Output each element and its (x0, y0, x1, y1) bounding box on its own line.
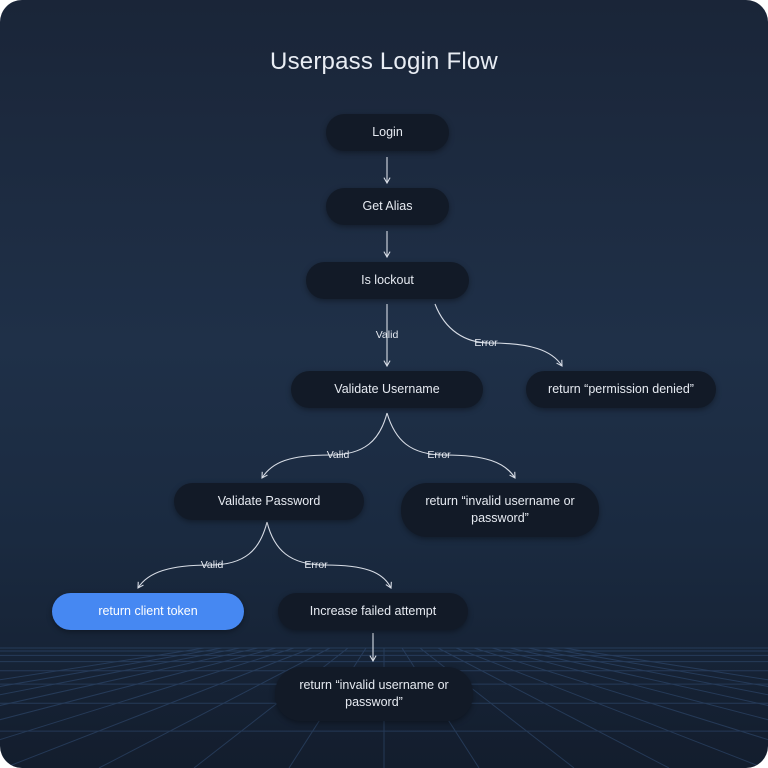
diagram-title: Userpass Login Flow (270, 48, 498, 75)
edge-label-username-valid: Valid (326, 449, 350, 461)
node-permission-denied: return “permission denied” (526, 371, 716, 408)
node-return-client-token: return client token (52, 593, 244, 630)
edge-is-lockout-to-permission-denied (434, 303, 563, 367)
node-login: Login (326, 114, 449, 151)
edge-validate-password-to-client-token (137, 521, 268, 589)
edge-validate-username-to-validate-password (261, 412, 388, 479)
node-validate-username: Validate Username (291, 371, 483, 408)
node-invalid-username-or-password: return “invalid username or password” (401, 483, 599, 537)
edge-validate-password-to-increase-failed (266, 521, 392, 589)
node-get-alias: Get Alias (326, 188, 449, 225)
node-increase-failed-attempt: Increase failed attempt (278, 593, 468, 630)
edge-label-password-error: Error (304, 559, 328, 571)
edge-label-lockout-error: Error (474, 337, 498, 349)
edge-label-password-valid: Valid (200, 559, 224, 571)
node-validate-password: Validate Password (174, 483, 364, 520)
node-invalid-username-or-password-final: return “invalid username or password” (275, 667, 473, 721)
node-is-lockout: Is lockout (306, 262, 469, 299)
edge-validate-username-to-invalid-1 (386, 412, 516, 479)
edge-label-username-error: Error (427, 449, 451, 461)
edge-label-lockout-valid: Valid (375, 329, 399, 341)
